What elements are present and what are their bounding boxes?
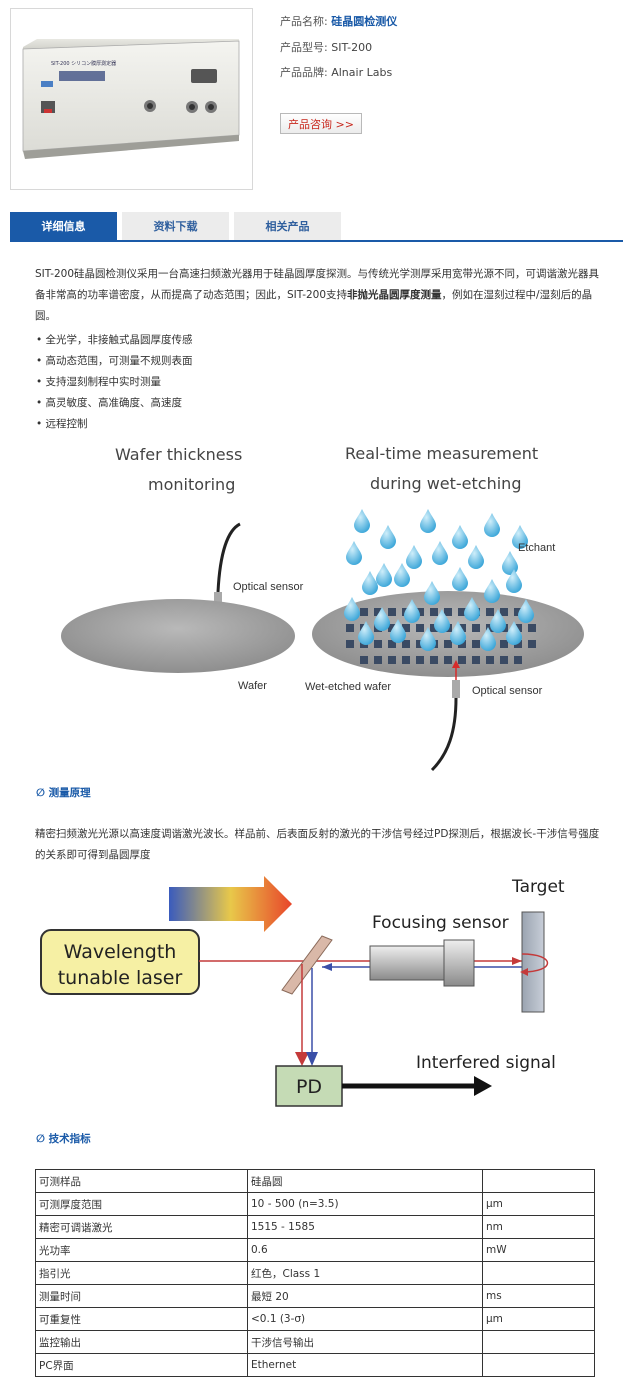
principle-heading: ∅ 测量原理 (36, 787, 91, 799)
focusing-sensor-label: Focusing sensor (372, 913, 509, 933)
photodetector-box (275, 1065, 343, 1107)
product-inquiry-button[interactable]: 产品咨询 >> (280, 113, 362, 134)
spec-label: 可测样品 (35, 1169, 248, 1193)
diagram1-left-title-2: monitoring (148, 475, 235, 494)
laser-label-2: tunable laser (58, 967, 183, 989)
wafer-monitoring-diagram: Wafer thickness monitoring Real-time mea… (40, 432, 600, 777)
diagram1-right-title-1: Real-time measurement (345, 444, 538, 463)
spec-label: PC界面 (35, 1353, 248, 1377)
product-model-value: SIT-200 (331, 41, 373, 54)
spec-value: <0.1 (3-σ) (247, 1307, 483, 1331)
table-row: 监控输出干涉信号输出 (35, 1330, 595, 1354)
spec-label: 指引光 (35, 1261, 248, 1285)
device-label: SIT-200 シリコン膜厚測定器 (51, 60, 116, 67)
table-row: 可测样品硅晶圆 (35, 1169, 595, 1193)
feature-item: • 全光学，非接触式晶圆厚度传感 (36, 334, 193, 346)
spec-unit (482, 1261, 595, 1285)
product-name-row: 产品名称: 硅晶圆检测仪 (280, 13, 397, 29)
specs-heading: ∅ 技术指标 (36, 1133, 91, 1145)
spec-unit (482, 1353, 595, 1377)
product-brand-value: Alnair Labs (331, 66, 393, 79)
etchant-label: Etchant (518, 542, 555, 554)
product-brand-row: 产品品牌: Alnair Labs (280, 64, 392, 80)
wafer-left-icon (61, 599, 295, 673)
spec-label: 测量时间 (35, 1284, 248, 1308)
signal-arrow-icon (474, 1076, 492, 1096)
wet-etched-wafer-label: Wet-etched wafer (305, 681, 391, 693)
product-name-label: 产品名称: (280, 15, 328, 28)
tunable-laser-box (40, 929, 200, 995)
spec-unit: nm (482, 1215, 595, 1239)
wavelength-sweep-arrow-icon (169, 876, 292, 932)
optical-sensor-left-icon (214, 592, 222, 610)
spec-value: Ethernet (247, 1353, 483, 1377)
product-image: SIT-200 シリコン膜厚測定器 (10, 8, 253, 190)
beam-splitter-icon (281, 935, 333, 995)
spec-unit: μm (482, 1192, 595, 1216)
spec-unit: μm (482, 1307, 595, 1331)
diagram1-right-title-2: during wet-etching (370, 474, 521, 493)
spec-value: 最短 20 (247, 1284, 483, 1308)
tab-details[interactable]: 详细信息 (10, 212, 117, 240)
spec-unit (482, 1330, 595, 1354)
spec-label: 监控输出 (35, 1330, 248, 1354)
wafer-label: Wafer (238, 680, 267, 692)
product-model-label: 产品型号: (280, 41, 328, 54)
spec-value: 10 - 500 (n=3.5) (247, 1192, 483, 1216)
sensor-cable (216, 522, 241, 593)
target-label: Target (511, 877, 565, 897)
spec-value: 干涉信号输出 (247, 1330, 483, 1354)
laser-label-1: Wavelength (64, 941, 177, 963)
principle-text: 精密扫频激光光源以高速度调谐激光波长。样品前、后表面反射的激光的干涉信号经过PD… (35, 828, 600, 861)
feature-item: • 支持湿刻制程中实时测量 (36, 376, 162, 388)
spec-value: 0.6 (247, 1238, 483, 1262)
intro-text-1: SIT-200硅晶圆检测仪采用一台高速扫频激光器用于硅晶圆厚度探测。与传统光学测… (35, 268, 600, 301)
spec-unit: ms (482, 1284, 595, 1308)
feature-item: • 高灵敏度、高准确度、高速度 (36, 397, 183, 409)
spec-value: 硅晶圆 (247, 1169, 483, 1193)
optical-sensor-right-label: Optical sensor (472, 685, 543, 697)
optical-sensor-right-icon (452, 680, 460, 698)
table-row: 指引光红色，Class 1 (35, 1261, 595, 1285)
diagram1-left-title-1: Wafer thickness (115, 445, 242, 464)
feature-item: • 远程控制 (36, 418, 88, 430)
detail-tabs: 详细信息 资料下载 相关产品 (10, 212, 623, 242)
intro-text-bold: 非抛光晶圆厚度测量 (347, 289, 442, 301)
spec-label: 精密可调谐激光 (35, 1215, 248, 1239)
table-row: 可重复性<0.1 (3-σ)μm (35, 1307, 595, 1331)
spec-label: 光功率 (35, 1238, 248, 1262)
intro-text-2: ，例如在湿刻过程中/湿刻后的晶圆。 (35, 289, 593, 322)
tab-related-products[interactable]: 相关产品 (234, 212, 341, 240)
product-brand-label: 产品品牌: (280, 66, 328, 79)
intro-paragraph: SIT-200硅晶圆检测仪采用一台高速扫频激光器用于硅晶圆厚度探测。与传统光学测… (35, 264, 601, 327)
product-name-value: 硅晶圆检测仪 (331, 15, 398, 28)
tab-downloads[interactable]: 资料下载 (122, 212, 229, 240)
product-model-row: 产品型号: SIT-200 (280, 39, 372, 55)
spec-value: 红色，Class 1 (247, 1261, 483, 1285)
focusing-sensor-icon (369, 945, 445, 981)
measurement-principle-diagram: Wavelength tunable laser Focusing sensor… (36, 870, 596, 1115)
spec-unit (482, 1169, 595, 1193)
spec-label: 可测厚度范围 (35, 1192, 248, 1216)
spec-value: 1515 - 1585 (247, 1215, 483, 1239)
target-icon (521, 911, 545, 1013)
interfered-signal-label: Interfered signal (416, 1053, 556, 1073)
spec-unit: mW (482, 1238, 595, 1262)
feature-item: • 高动态范围，可测量不规则表面 (36, 355, 193, 367)
pd-label: PD (296, 1076, 322, 1098)
spec-label: 可重复性 (35, 1307, 248, 1331)
optical-sensor-left-label: Optical sensor (233, 581, 304, 593)
